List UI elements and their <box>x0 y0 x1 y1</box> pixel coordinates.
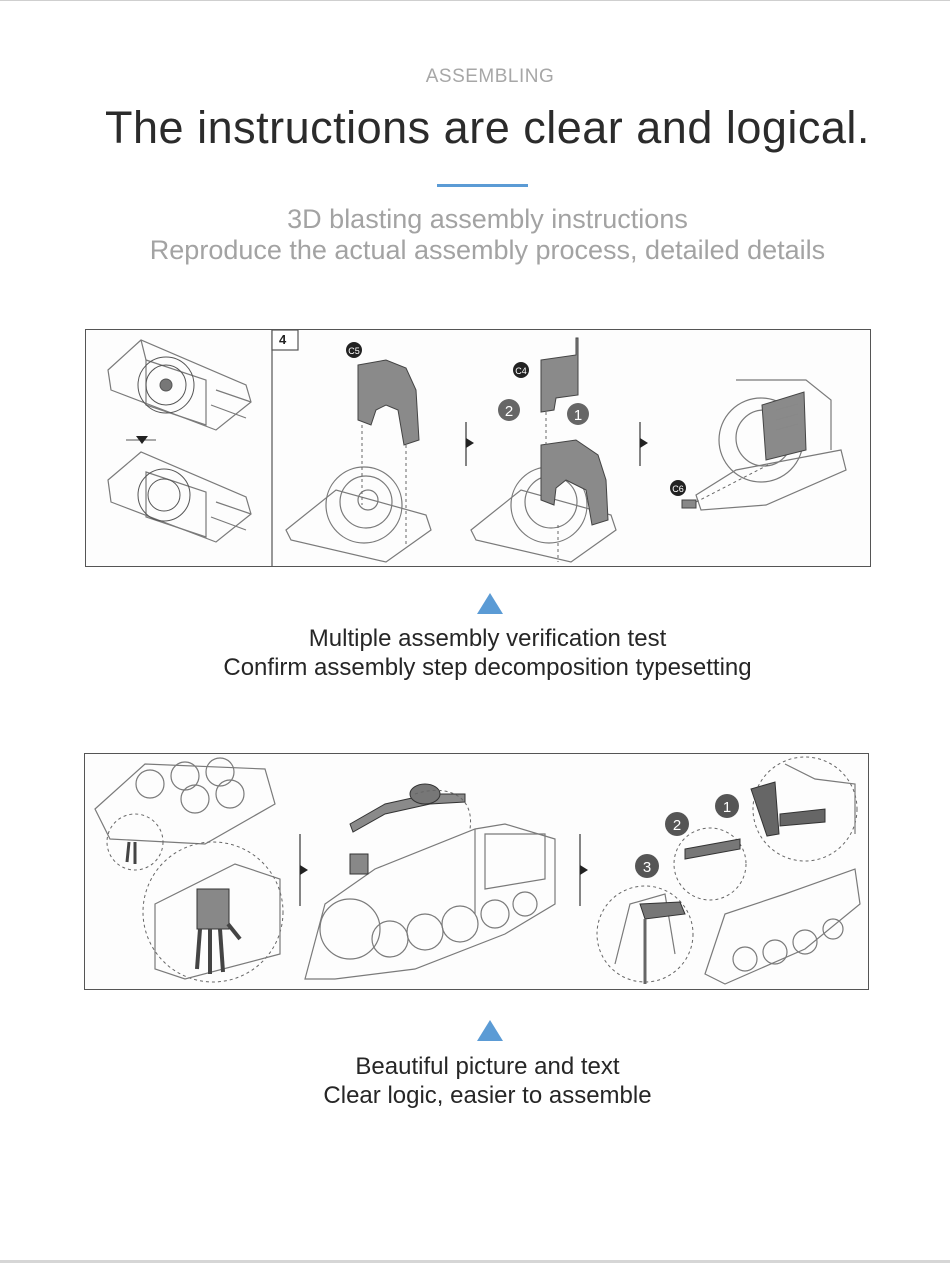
next-arrow-icon <box>300 865 308 875</box>
bottom-divider <box>0 1260 950 1263</box>
figure2-caption-line-1: Beautiful picture and text <box>355 1053 620 1080</box>
down-arrow-icon <box>136 436 148 444</box>
svg-text:2: 2 <box>673 817 681 834</box>
svg-text:1: 1 <box>723 799 731 816</box>
part-c4 <box>540 337 579 413</box>
accent-underline <box>437 184 528 187</box>
locomotive-diagram: 1 2 3 <box>84 753 869 990</box>
triangle-up-icon <box>477 593 503 614</box>
part-c5 <box>357 359 420 446</box>
part-label-c6: C6 <box>672 484 684 494</box>
subtitle-line-1: 3D blasting assembly instructions <box>287 204 688 234</box>
callout-1-icon <box>567 403 589 425</box>
locomotive-illustration: 1 2 3 <box>94 756 861 985</box>
callout-2-icon: 2 <box>665 812 689 836</box>
triangle-up-icon <box>477 1020 503 1041</box>
step-number-box <box>271 330 299 351</box>
callout-2-icon <box>498 399 520 421</box>
subtitle-line-2: Reproduce the actual assembly process, d… <box>149 235 826 265</box>
step-number: 4 <box>279 332 287 347</box>
assembly-step-illustration: C5 C4 2 1 <box>107 330 847 566</box>
top-divider <box>0 0 950 1</box>
section-headline: The instructions are clear and logical. <box>105 102 870 153</box>
assembly-step-diagram: C5 C4 2 1 <box>85 329 871 567</box>
svg-text:2: 2 <box>505 403 513 420</box>
figure2-caption-line-2: Clear logic, easier to assemble <box>323 1082 652 1109</box>
svg-text:1: 1 <box>574 407 582 424</box>
section-eyebrow: ASSEMBLING <box>425 66 555 87</box>
next-arrow-icon <box>580 865 588 875</box>
callout-1-icon: 1 <box>715 794 739 818</box>
figure1-caption-line-2: Confirm assembly step decomposition type… <box>223 654 752 681</box>
next-arrow-icon <box>640 438 648 448</box>
part-label-c4: C4 <box>515 366 527 376</box>
part-c6 <box>681 499 697 509</box>
svg-text:3: 3 <box>643 859 651 876</box>
part-label-c5: C5 <box>348 346 360 356</box>
callout-3-icon: 3 <box>635 854 659 878</box>
figure1-caption-line-1: Multiple assembly verification test <box>308 625 667 652</box>
next-arrow-icon <box>466 438 474 448</box>
